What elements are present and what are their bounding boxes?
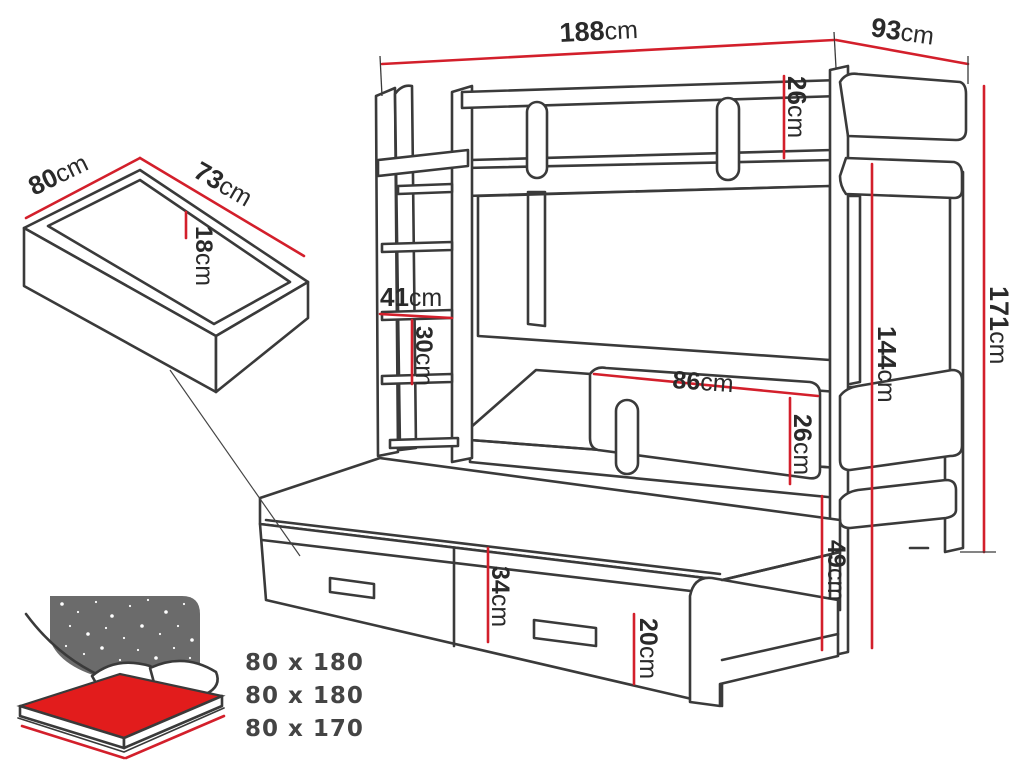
star-dot <box>128 604 132 608</box>
trundle-base-line <box>720 632 840 662</box>
label-drawer-length: 73cm <box>189 155 258 212</box>
dimension-labels: 188cm 93cm 171cm 26cm 144cm 41cm 30cm 86… <box>23 12 1014 742</box>
star-dot <box>176 624 180 628</box>
star-dot <box>122 636 126 640</box>
trundle-end-board <box>688 576 840 708</box>
star-dot <box>118 658 122 662</box>
upper-end-lower-board <box>838 156 964 200</box>
dim-line-drawer-length <box>138 156 306 258</box>
mattress-size-3: 80 x 170 <box>245 716 364 742</box>
ladder-rung-1 <box>396 182 454 196</box>
drawer-handle-left <box>328 576 376 600</box>
label-ladder-step: 30cm <box>410 326 438 386</box>
guard-slot <box>614 398 640 476</box>
mattress-size-1: 80 x 180 <box>245 650 364 676</box>
mattress-side-right <box>122 694 224 750</box>
star-dot <box>182 602 186 606</box>
label-bed-depth: 93cm <box>869 12 936 51</box>
bed-base-edge <box>17 707 225 753</box>
label-lower-bed-height: 144cm <box>872 326 902 403</box>
label-drawer-width: 80cm <box>23 147 92 201</box>
ladder-rung-5 <box>388 436 460 450</box>
star-dot <box>140 624 144 628</box>
star-dot <box>104 626 108 630</box>
star-dot <box>190 638 194 642</box>
left-rear-post <box>393 84 418 452</box>
label-ladder-width: 41cm <box>380 282 442 312</box>
label-drawer-front-height: 34cm <box>486 566 514 627</box>
dim-tick-bed-length-left <box>379 55 383 97</box>
trundle-side <box>720 550 842 612</box>
ladder-rung-4 <box>380 372 454 386</box>
upper-slot-2 <box>715 96 741 182</box>
right-side-inner-post <box>848 194 862 386</box>
label-trundle-height: 49cm <box>822 540 850 601</box>
lower-end-board-top <box>838 368 964 472</box>
lower-guard-rail <box>588 366 822 480</box>
star-dot <box>60 602 64 606</box>
night-sky-panel <box>50 596 200 683</box>
label-guard-rail-height: 26cm <box>788 414 816 475</box>
star-dot <box>86 632 90 636</box>
mattress-dimension-line-2 <box>124 714 226 760</box>
ladder-post <box>450 84 474 464</box>
star-dot <box>172 646 176 650</box>
star-dot <box>110 614 114 618</box>
star-dot <box>76 610 80 614</box>
star-dot <box>82 652 86 656</box>
ladder-top-rail <box>376 148 470 178</box>
drawer-handle-right <box>532 618 598 648</box>
dimension-lines <box>24 31 996 686</box>
label-top-guard-height: 26cm <box>782 76 812 138</box>
ladder-rung-2 <box>380 240 454 254</box>
dim-line-guard-length <box>592 372 820 398</box>
mattress-inset <box>16 596 226 760</box>
star-dot <box>188 656 192 660</box>
stars-pattern <box>60 598 194 662</box>
star-dot <box>100 646 104 650</box>
star-dot <box>136 648 140 652</box>
drawer-detail-drawing <box>22 168 310 557</box>
star-dot <box>64 644 68 648</box>
star-dot <box>146 598 150 602</box>
star-dot <box>154 656 158 660</box>
left-front-post <box>374 86 400 458</box>
star-dot <box>94 600 98 604</box>
label-drawer-box-height: 20cm <box>634 618 662 679</box>
dim-line-ladder-width <box>378 312 454 320</box>
trundle-front-panel <box>258 522 724 708</box>
dim-line-bed-length <box>380 38 836 66</box>
dim-tick-bed-length-right <box>833 31 837 69</box>
star-dot <box>164 610 168 614</box>
label-bed-length: 188cm <box>559 14 639 48</box>
star-dot <box>68 624 72 628</box>
upper-slot-1 <box>525 100 549 180</box>
dim-line-drawer-width <box>24 156 142 220</box>
lower-back-post <box>526 190 547 328</box>
label-drawer-height: 18cm <box>190 226 218 286</box>
lower-end-board-bottom <box>838 478 958 530</box>
mattress-size-2: 80 x 180 <box>245 683 364 709</box>
label-guard-rail-length: 86cm <box>672 366 735 398</box>
upper-end-board <box>838 72 968 142</box>
bunk-bed-drawing <box>258 64 968 708</box>
trundle-mattress-edge <box>264 518 722 576</box>
dim-line-bed-depth <box>834 38 970 66</box>
drawer-box-inner <box>46 178 292 326</box>
drawer-leader-line <box>169 369 301 557</box>
label-total-height: 171cm <box>984 286 1014 364</box>
star-dot <box>158 632 162 636</box>
lower-back-panel <box>476 184 832 362</box>
mattress-dimension-line <box>20 724 126 760</box>
